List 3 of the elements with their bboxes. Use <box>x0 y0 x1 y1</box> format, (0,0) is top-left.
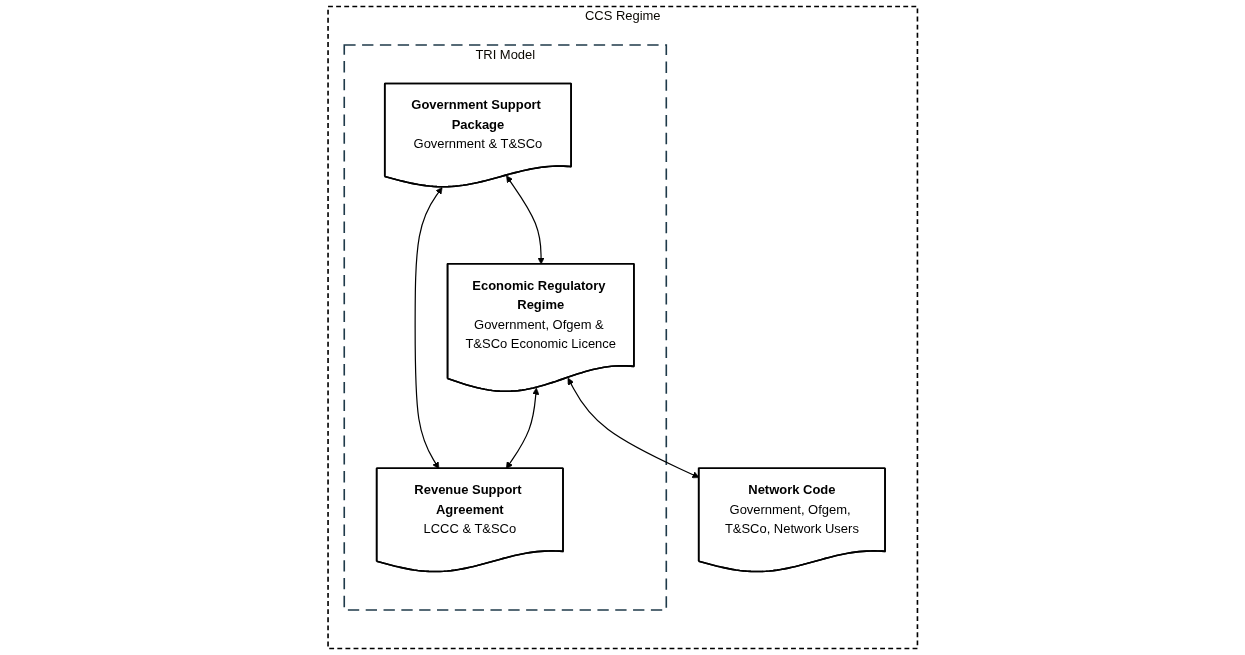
arrow <box>567 377 700 479</box>
arrow <box>414 187 443 469</box>
arrow <box>505 387 540 469</box>
